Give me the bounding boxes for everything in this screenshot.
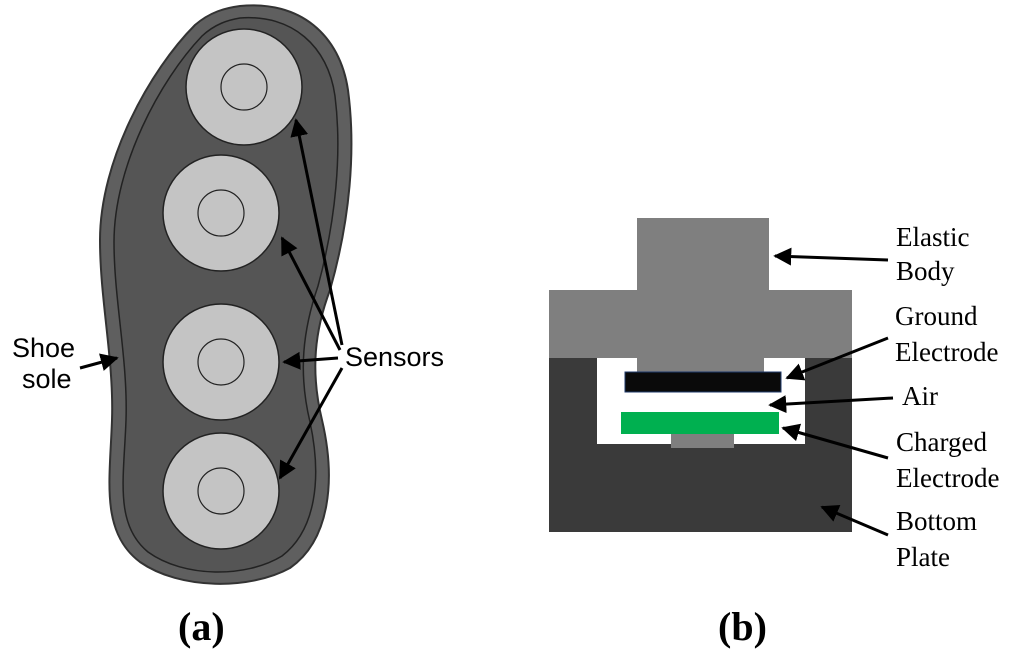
air-label: Air <box>902 381 938 411</box>
panel-b: Elastic Body Ground Electrode Air Charge… <box>549 218 999 649</box>
elastic-label-line1: Elastic <box>896 222 969 252</box>
bottom-arrow <box>820 505 889 537</box>
charged-label-line1: Charged <box>896 427 987 457</box>
panel-a: Shoe sole Sensors (a) <box>12 4 444 649</box>
elastic-body-stem <box>637 350 764 372</box>
shoe-label-line2: sole <box>22 364 72 394</box>
panel-b-caption: (b) <box>718 604 767 649</box>
shoe-sole-inner <box>113 16 339 573</box>
charged-arrow <box>781 423 889 460</box>
elastic-arrow <box>773 247 889 266</box>
charged-electrode <box>621 412 779 434</box>
elastic-body-top <box>637 218 769 292</box>
elastic-label-line2: Body <box>896 256 955 286</box>
sensors-label: Sensors <box>345 342 444 372</box>
elastic-body-flange <box>549 290 852 358</box>
ground-label-line2: Electrode <box>895 337 998 367</box>
sensor-arrow-3 <box>282 351 339 370</box>
shoe-arrow <box>79 353 119 371</box>
bottom-label-line1: Bottom <box>896 506 977 536</box>
electrode-support <box>671 434 734 448</box>
sensor-arrow-2 <box>280 236 342 351</box>
sensor-3 <box>162 303 280 421</box>
charged-label-line2: Electrode <box>896 463 999 493</box>
sensor-arrow-4 <box>278 367 344 480</box>
shoe-label-line1: Shoe <box>12 333 75 363</box>
ground-electrode <box>624 371 782 393</box>
sensor-1 <box>185 28 303 146</box>
ground-label-line1: Ground <box>895 301 978 331</box>
sensor-4 <box>162 432 280 550</box>
sensor-arrow-1 <box>290 118 344 346</box>
ground-arrow <box>785 336 889 381</box>
bottom-label-line2: Plate <box>896 542 950 572</box>
air-arrow <box>768 395 894 414</box>
sensor-2 <box>162 154 280 272</box>
panel-a-caption: (a) <box>178 604 225 649</box>
